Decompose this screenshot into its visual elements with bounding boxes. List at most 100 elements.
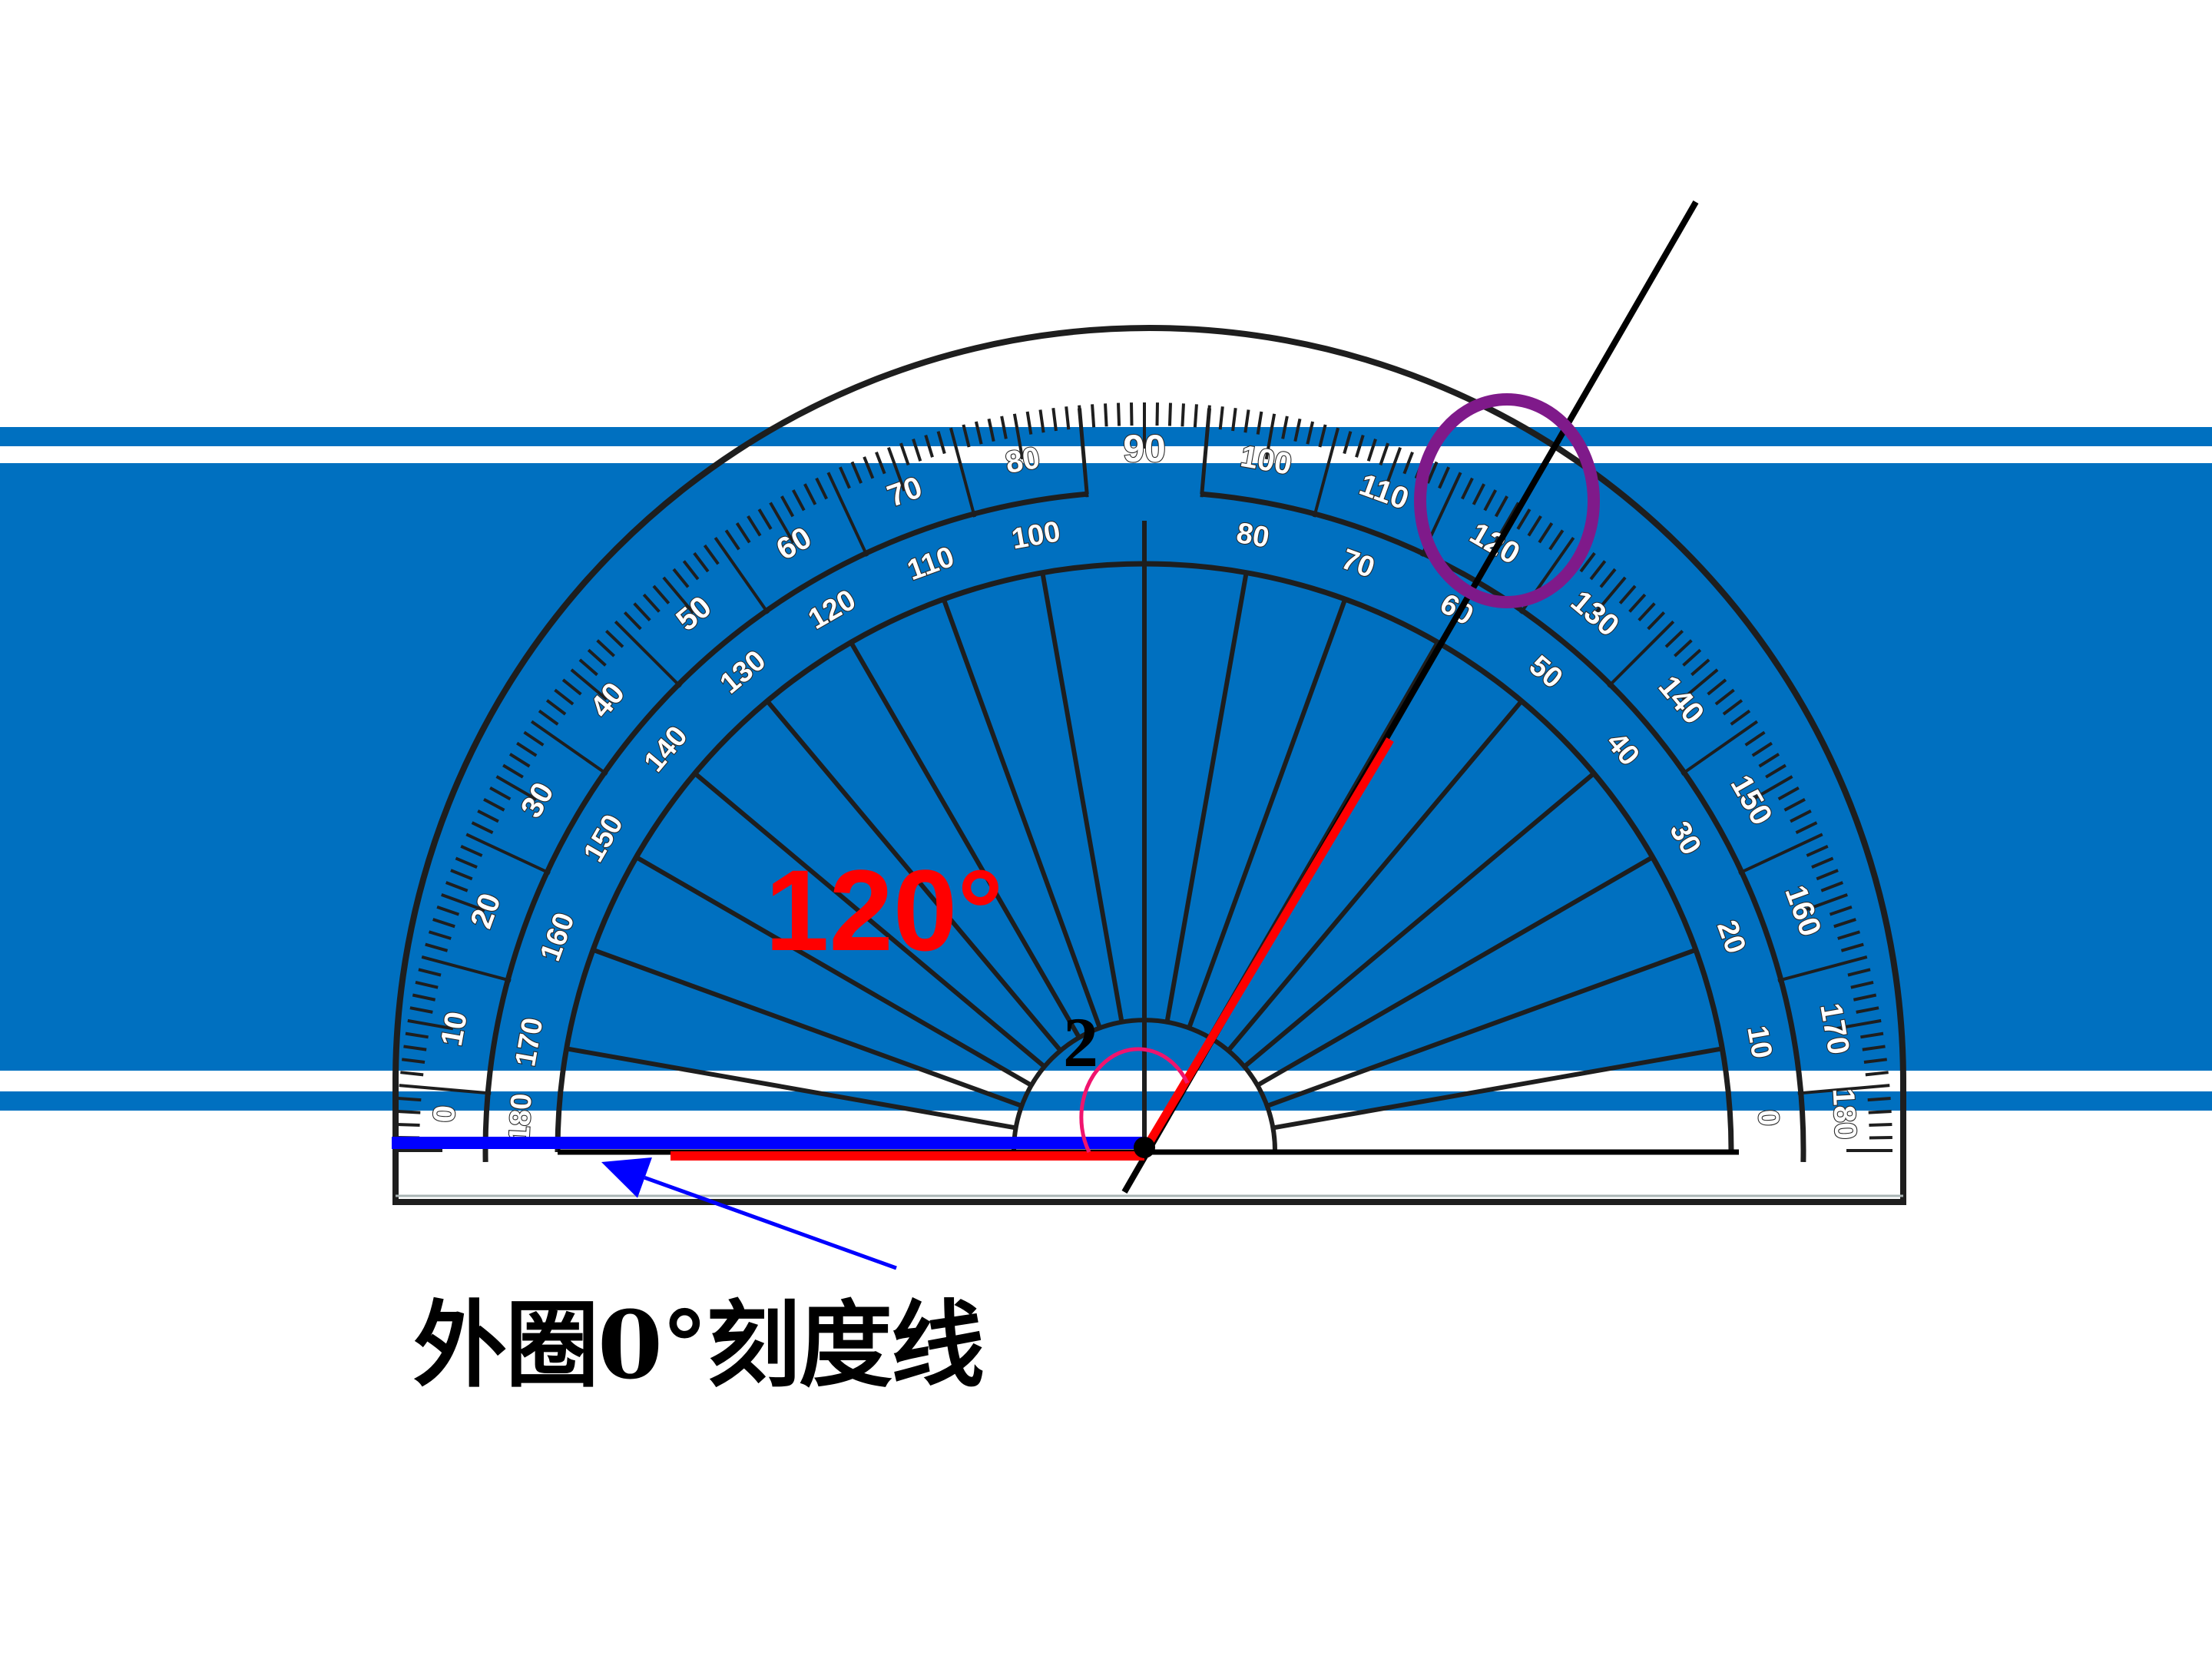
outer-scale-label: 150 <box>1724 770 1778 831</box>
scale-tick <box>987 418 995 442</box>
inner-scale-label: 40 <box>1600 727 1645 772</box>
protractor-ray <box>693 771 1046 1069</box>
scale-tick <box>633 602 651 621</box>
scale-tick <box>936 431 946 455</box>
scale-tick <box>1243 409 1250 433</box>
scale-tick <box>516 741 538 757</box>
outer-scale-label: 10 <box>435 1009 474 1048</box>
scale-tick <box>623 611 642 631</box>
scale-tick <box>1869 1136 1892 1140</box>
scale-tick <box>1738 833 1823 875</box>
protractor-ray <box>1164 572 1249 1023</box>
scale-tick <box>1790 810 1812 823</box>
scale-tick <box>1795 821 1818 834</box>
scale-tick <box>578 658 598 677</box>
scale-tick <box>682 560 700 581</box>
scale-tick <box>445 881 469 892</box>
scale-tick <box>1803 892 1848 912</box>
scale-tick <box>1850 980 1874 989</box>
scale-tick <box>1674 639 1693 657</box>
scale-tick <box>545 699 567 716</box>
scale-tick <box>1167 402 1172 426</box>
scale-tick <box>1438 466 1450 489</box>
scale-tick <box>1853 993 1877 1002</box>
outer-scale-label: 100 <box>1238 439 1294 482</box>
scale-tick <box>1318 424 1327 448</box>
scale-tick <box>1379 442 1389 466</box>
outer-scale-label: 80 <box>1003 441 1042 480</box>
scale-tick <box>1181 403 1185 427</box>
scale-tick <box>1837 930 1861 940</box>
scale-tick <box>1343 431 1353 455</box>
scale-boundary-arc-right <box>1201 491 1806 1163</box>
angle-value-label: 120° <box>765 846 1003 975</box>
scale-tick <box>530 720 608 776</box>
scale-tick <box>1816 869 1839 881</box>
scale-tick <box>523 730 545 747</box>
scale-tick <box>1589 560 1607 581</box>
inner-scale-label: 170 <box>509 1015 549 1069</box>
outer-scale-label: 140 <box>1652 670 1711 730</box>
scale-tick <box>1820 881 1844 892</box>
scale-tick <box>1306 421 1315 445</box>
scale-tick <box>1051 408 1058 432</box>
scale-tick <box>455 856 478 869</box>
scale-tick <box>1599 568 1617 588</box>
outer-scale-label: 30 <box>515 777 561 824</box>
scale-tick <box>899 442 910 466</box>
scale-tick <box>554 688 575 706</box>
protractor-ray <box>566 1046 1017 1131</box>
scale-tick <box>450 869 473 881</box>
inner-scale-label: 160 <box>534 909 581 965</box>
scale-boundary-arc-left <box>482 491 1088 1163</box>
inner-scale-label: 0 <box>1751 1109 1784 1127</box>
angle-name-label: 2 <box>1063 1003 1098 1081</box>
scale-tick <box>1426 461 1439 484</box>
scale-tick <box>791 489 806 512</box>
scale-tick <box>1366 439 1377 462</box>
scale-tick <box>570 668 608 701</box>
scale-tick <box>418 968 442 977</box>
scale-tick <box>652 584 671 604</box>
bottom-stripe <box>0 1091 2212 1111</box>
scale-tick <box>1722 699 1743 716</box>
inner-scale-label: 10 <box>1740 1023 1778 1061</box>
scale-tick <box>757 508 773 530</box>
scale-tick <box>436 906 460 916</box>
pointer-arrow <box>601 1157 897 1270</box>
scale-tick <box>693 551 710 573</box>
top-stripe <box>0 427 2212 446</box>
inner-scale-label: 70 <box>1337 543 1379 584</box>
scale-tick <box>1869 1123 1892 1128</box>
inner-scale-label: 50 <box>1523 650 1568 695</box>
scale-tick <box>1494 502 1520 544</box>
scale-tick <box>1637 602 1656 621</box>
scale-tick <box>724 529 740 551</box>
scale-tick <box>1681 668 1719 701</box>
scale-tick <box>402 1058 426 1064</box>
protractor-ray <box>1272 1046 1723 1131</box>
scale-tick <box>1264 413 1277 460</box>
scale-tick <box>863 456 875 479</box>
scale-tick <box>1863 1058 1887 1064</box>
inner-scale-label: 100 <box>1009 515 1063 555</box>
scale-tick <box>1806 845 1829 857</box>
scale-tick <box>1865 1071 1889 1077</box>
arrow-shaft <box>644 1175 897 1270</box>
scale-tick <box>1607 620 1675 688</box>
scale-tick <box>1868 1110 1892 1114</box>
scale-tick <box>399 1084 492 1095</box>
scale-tick <box>1744 730 1766 747</box>
scale-tick <box>1293 418 1302 442</box>
scale-tick <box>1313 427 1340 518</box>
scale-tick <box>1833 918 1856 929</box>
scale-tick <box>1025 411 1033 435</box>
scale-tick <box>396 1123 420 1128</box>
protractor-ray <box>849 641 1081 1039</box>
outer-scale-label: 20 <box>464 889 508 932</box>
scale-tick <box>703 544 720 565</box>
scale-tick <box>415 980 439 989</box>
scale-tick <box>483 797 505 812</box>
protractor-ray <box>1226 699 1524 1052</box>
scale-tick <box>1483 489 1498 512</box>
